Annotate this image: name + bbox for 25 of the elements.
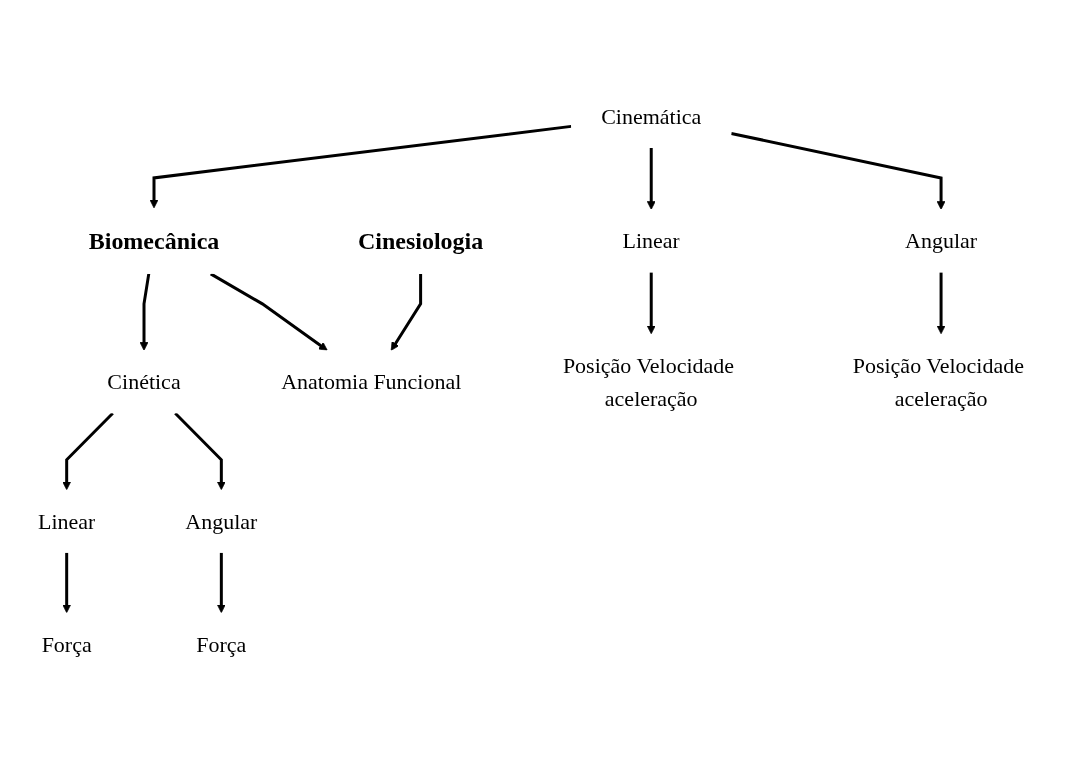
arrow — [646, 272, 656, 334]
arrow — [210, 272, 328, 351]
node-text: Angular — [905, 228, 978, 254]
arrow — [936, 272, 946, 334]
node-text: Cinemática — [601, 103, 702, 129]
node-text: Linear — [37, 508, 96, 534]
node-text: Anatomia Funcional — [281, 369, 462, 394]
node-text: Linear — [622, 228, 680, 254]
node-text: Angular — [185, 508, 258, 534]
arrow — [62, 411, 114, 490]
arrow — [62, 552, 72, 613]
arrow — [174, 411, 226, 490]
arrow — [139, 273, 151, 351]
node-text: Biomecânica — [88, 227, 220, 254]
arrow — [730, 131, 946, 210]
node-text: Força — [196, 631, 247, 657]
arrow — [390, 273, 423, 351]
arrow — [646, 147, 656, 210]
arrow — [216, 552, 226, 613]
node-text: Força — [41, 631, 92, 657]
node-text: Posição Velocidade aceleração — [562, 352, 735, 411]
node-text: Posição Velocidade aceleração — [852, 352, 1024, 411]
node-text: Cinesiologia — [357, 227, 484, 254]
arrow — [149, 124, 572, 208]
node-text: Cinética — [107, 369, 181, 394]
